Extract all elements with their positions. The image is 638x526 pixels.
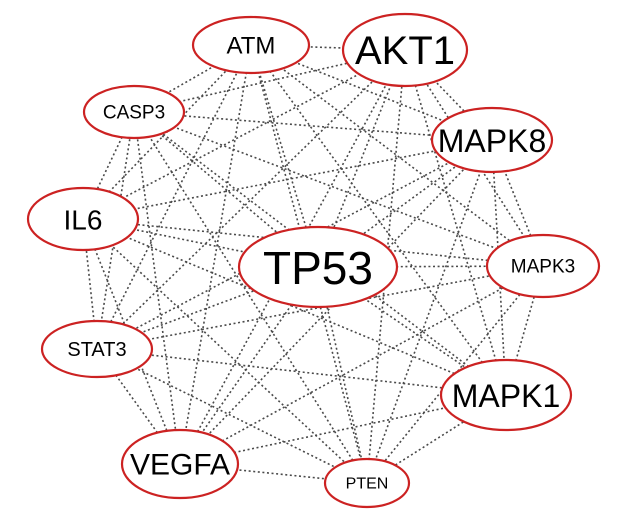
node-ellipse-vegfa [120, 428, 240, 500]
node-tp53: TP53 [237, 225, 399, 309]
node-label-il6: IL6 [64, 205, 103, 236]
edge-il6-stat3 [82, 218, 98, 350]
node-ellipse-pten [323, 457, 411, 509]
edge-casp3-pten [133, 111, 368, 484]
node-label-akt1: AKT1 [355, 29, 455, 73]
node-ellipse-tp53 [237, 225, 399, 309]
node-casp3: CASP3 [82, 84, 186, 140]
node-label-vegfa: VEGFA [130, 449, 230, 482]
edge-mapk8-il6 [82, 139, 493, 220]
edge-casp3-vegfa [133, 111, 181, 465]
node-label-stat3: STAT3 [67, 339, 126, 361]
edge-mapk8-stat3 [96, 139, 493, 350]
node-vegfa: VEGFA [120, 428, 240, 500]
node-ellipse-atm [191, 15, 311, 75]
edge-atm-mapk1 [250, 44, 507, 396]
edge-akt1-mapk3 [404, 49, 544, 267]
node-mapk3: MAPK3 [485, 233, 601, 299]
node-ellipse-casp3 [82, 84, 186, 140]
edge-il6-tp53 [82, 218, 319, 268]
node-label-mapk3: MAPK3 [511, 257, 575, 278]
edge-il6-pten [82, 218, 368, 484]
edge-akt1-il6 [82, 49, 406, 220]
edge-mapk8-mapk1 [491, 139, 507, 396]
node-ellipse-mapk8 [430, 106, 554, 174]
node-label-tp53: TP53 [263, 242, 373, 294]
edge-mapk8-vegfa [179, 139, 493, 465]
node-akt1: AKT1 [341, 12, 469, 88]
edge-atm-vegfa [179, 44, 252, 465]
node-ellipse-mapk3 [485, 233, 601, 299]
node-label-mapk8: MAPK8 [438, 123, 546, 159]
edge-akt1-mapk1 [404, 49, 507, 396]
node-il6: IL6 [26, 186, 140, 252]
node-mapk8: MAPK8 [430, 106, 554, 174]
node-label-casp3: CASP3 [103, 103, 165, 124]
edge-atm-stat3 [96, 44, 252, 350]
node-label-mapk1: MAPK1 [452, 378, 560, 414]
node-stat3: STAT3 [40, 319, 154, 379]
node-label-pten: PTEN [346, 476, 389, 493]
node-mapk1: MAPK1 [439, 358, 573, 432]
node-pten: PTEN [323, 457, 411, 509]
node-ellipse-il6 [26, 186, 140, 252]
node-label-atm: ATM [227, 33, 276, 60]
node-atm: ATM [191, 15, 311, 75]
node-ellipse-stat3 [40, 319, 154, 379]
edge-casp3-mapk3 [133, 111, 544, 267]
edge-atm-mapk3 [250, 44, 544, 267]
edge-casp3-tp53 [133, 111, 319, 268]
edge-mapk8-pten [366, 139, 493, 484]
node-ellipse-akt1 [341, 12, 469, 88]
node-ellipse-mapk1 [439, 358, 573, 432]
